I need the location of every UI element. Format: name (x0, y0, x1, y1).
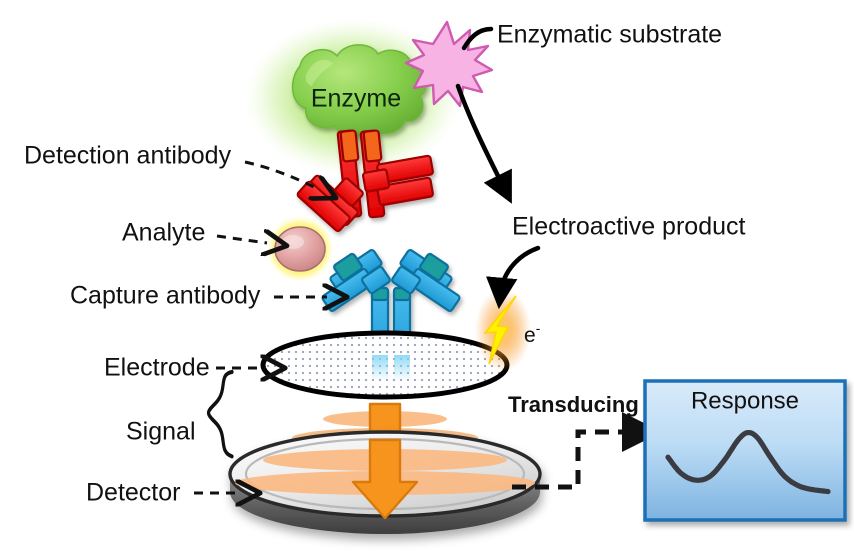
substrate-star (404, 20, 494, 108)
electrode-label: Electrode (104, 354, 210, 382)
electroactive-product-label: Electroactive product (512, 213, 746, 241)
electron-label: e- (524, 320, 541, 347)
analyte-label: Analyte (122, 219, 205, 247)
analyte-highlight (282, 235, 304, 249)
electrode (260, 330, 510, 400)
enzyme-blob (291, 44, 428, 137)
signal-down-arrow-overlay (351, 438, 419, 520)
analyte (266, 216, 334, 282)
enzyme-label: Enzyme (311, 85, 401, 113)
signal-rings-overlay (235, 438, 535, 520)
enzyme: Enzyme (245, 19, 461, 175)
electrode-stem-glow-left (372, 355, 388, 381)
signal-label: Signal (126, 418, 196, 446)
detection-antibody-leader (244, 160, 318, 189)
response-plot[interactable] (643, 379, 847, 522)
response-box[interactable] (643, 379, 847, 522)
capture-antibody-arm-right (391, 249, 461, 312)
detector-label: Detector (86, 479, 180, 507)
electron-bolt (475, 288, 531, 372)
analyte-sphere (274, 226, 326, 272)
transducing-arrow (512, 412, 662, 490)
signal-brace (206, 369, 234, 459)
electrode-stem-glow-right (394, 355, 410, 381)
substrate-to-product-arrow (455, 83, 512, 204)
analyte-leader (216, 236, 267, 243)
enzymatic-substrate (404, 20, 494, 108)
detection-antibody-arm-right (361, 154, 434, 207)
transducing-label: Transducing (508, 392, 639, 417)
capture-antibody-label: Capture antibody (70, 282, 261, 310)
electron-bolt-shape (483, 295, 517, 365)
detection-antibody-label: Detection antibody (24, 142, 232, 170)
substrate-leader-line (461, 26, 494, 51)
electroactive-product-arrow (485, 245, 541, 310)
detector-rim (230, 474, 540, 534)
response-label: Response (691, 387, 799, 414)
response-curve (665, 430, 831, 495)
enzymatic-substrate-label: Enzymatic substrate (497, 21, 722, 49)
